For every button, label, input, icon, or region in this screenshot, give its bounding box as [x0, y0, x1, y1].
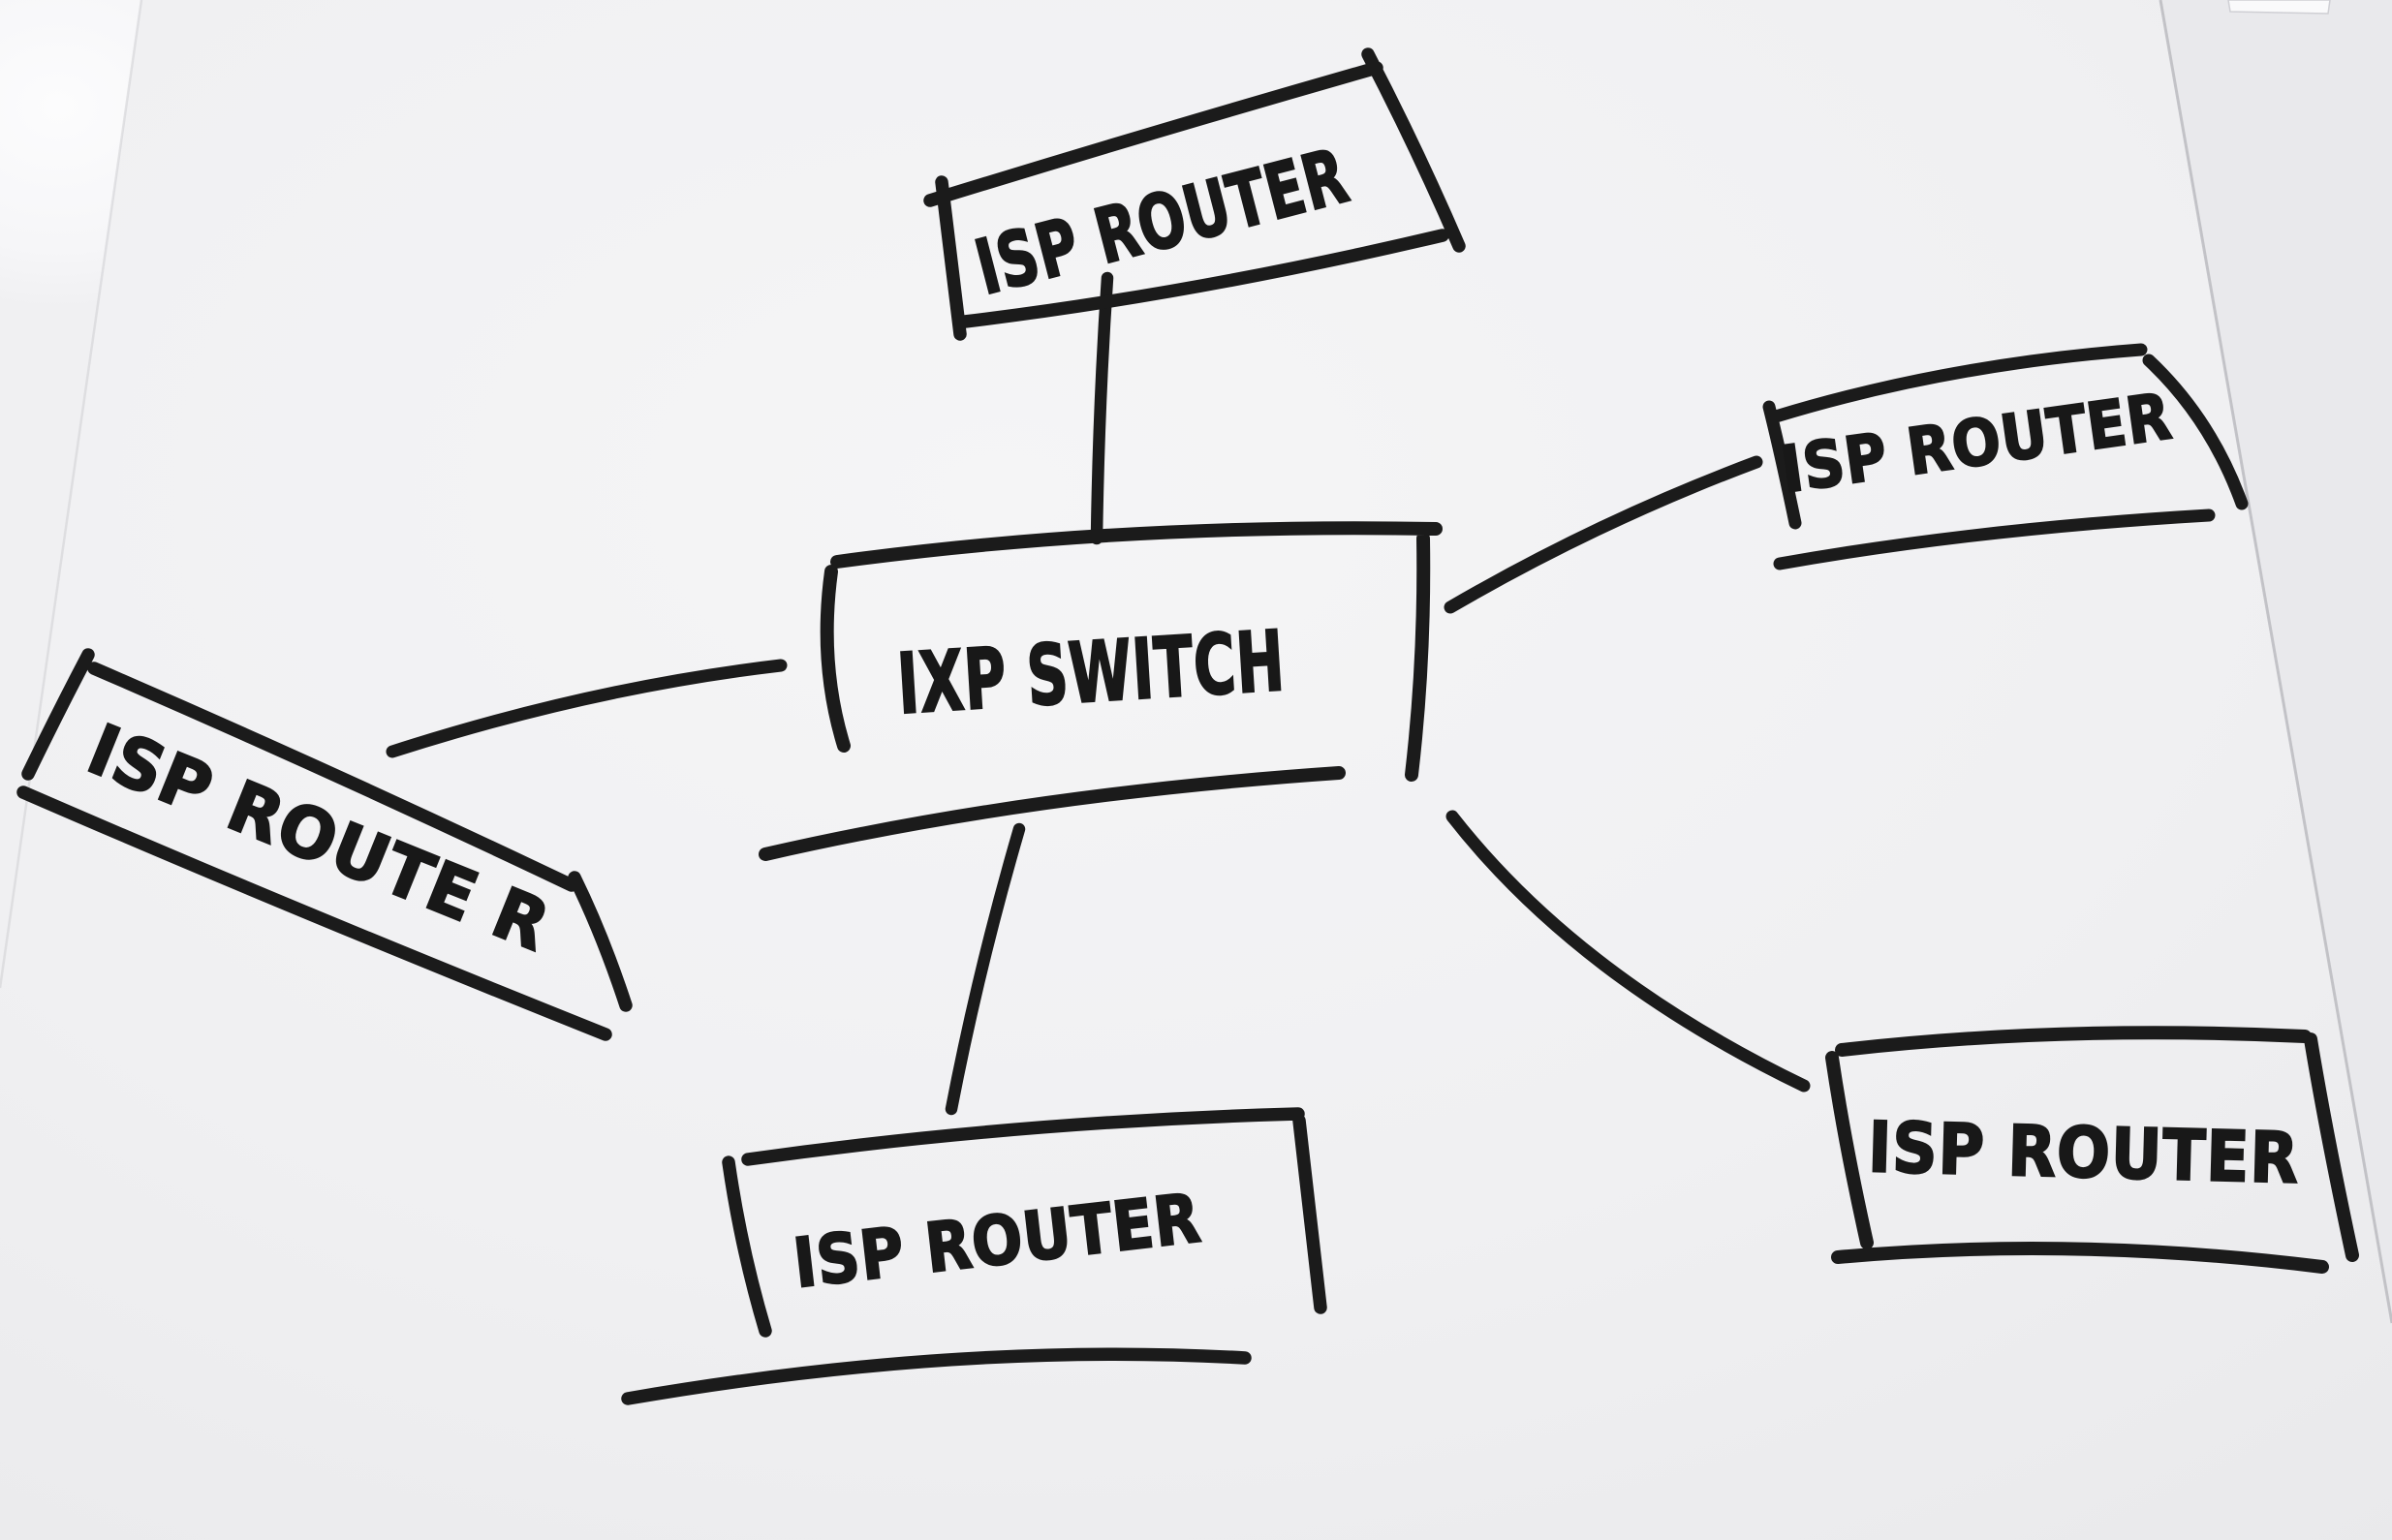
- edge-switch-to-bottom-right-router: [1445, 810, 1811, 1093]
- paper-edge-right: [2159, 0, 2392, 1324]
- box-outline-right-router: [1762, 343, 2249, 570]
- diagram-edges: [386, 271, 1811, 1116]
- box-outline-bottom-right-router: [1825, 1026, 2359, 1274]
- box-outline-bottom-router: [621, 1107, 1327, 1405]
- edge-switch-to-right-router: [1444, 455, 1763, 614]
- paper-edge-left: [0, 0, 143, 989]
- box-outline-left-router: [16, 648, 633, 1041]
- edge-switch-to-bottom-router: [945, 822, 1026, 1116]
- box-outline-ixp-switch: [759, 521, 1443, 861]
- box-outline-top-router: [923, 47, 1466, 341]
- node-label: ISP ROUTER: [1867, 1106, 2300, 1199]
- node-isp-router-bottom-right: ISP ROUTER: [1825, 1026, 2359, 1274]
- edge-switch-to-left-router: [386, 659, 788, 758]
- edge-top-router-to-switch: [1090, 271, 1114, 545]
- paper-strip-top-right: [2227, 0, 2331, 15]
